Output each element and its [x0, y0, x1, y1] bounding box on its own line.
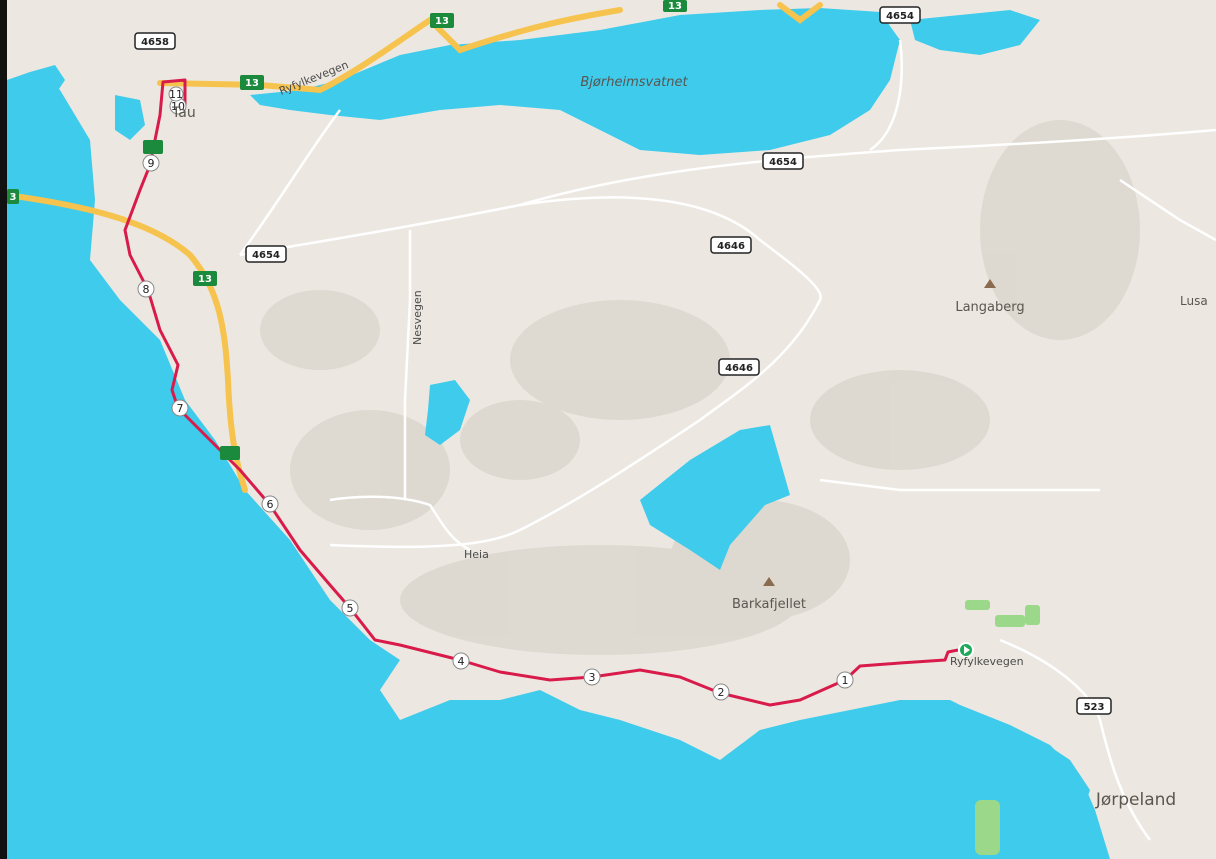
route-marker-10[interactable]: 10	[169, 97, 187, 115]
lake-bjorheimsvatnet	[250, 8, 900, 155]
svg-text:4: 4	[458, 655, 465, 668]
route-marker-5[interactable]: 5	[341, 599, 359, 617]
route-marker-9[interactable]: 9	[142, 154, 160, 172]
svg-text:10: 10	[171, 100, 185, 113]
shield-13-tau	[143, 140, 163, 154]
fjord-south	[700, 700, 1110, 859]
lake-northeast	[910, 10, 1040, 55]
route-marker-11[interactable]: 11	[168, 86, 184, 102]
route-marker-2[interactable]: 2	[712, 683, 730, 701]
svg-text:4646: 4646	[725, 363, 753, 374]
svg-text:6: 6	[267, 498, 274, 511]
svg-text:7: 7	[177, 402, 184, 415]
svg-text:523: 523	[1084, 702, 1105, 713]
place-langaberg: Langaberg	[955, 300, 1024, 315]
route-marker-8[interactable]: 8	[137, 280, 155, 298]
route-marker-1[interactable]: 1	[836, 671, 854, 689]
svg-text:4654: 4654	[886, 11, 914, 22]
shield-4646-b: 4646	[718, 358, 760, 376]
svg-text:4658: 4658	[141, 37, 169, 48]
svg-text:1: 1	[842, 674, 849, 687]
shield-523: 523	[1076, 697, 1112, 715]
svg-text:13: 13	[198, 274, 212, 285]
svg-text:2: 2	[718, 686, 725, 699]
sea-area	[7, 70, 1100, 859]
svg-text:8: 8	[143, 283, 150, 296]
place-barkafjellet: Barkafjellet	[732, 597, 806, 612]
shield-13-c: 13	[193, 271, 217, 286]
route-marker-6[interactable]: 6	[261, 495, 279, 513]
svg-text:5: 5	[347, 602, 354, 615]
lake-small	[425, 380, 470, 445]
shield-13-d: 13	[663, 0, 687, 12]
svg-text:4654: 4654	[252, 250, 280, 261]
svg-text:4654: 4654	[769, 157, 797, 168]
svg-text:9: 9	[148, 157, 155, 170]
svg-text:11: 11	[169, 88, 183, 101]
route-line	[123, 78, 959, 707]
shield-13-e: 3	[7, 189, 19, 204]
place-tau: Tau	[171, 105, 196, 121]
route-marker-3[interactable]: 3	[583, 668, 601, 686]
lake-large	[640, 425, 790, 570]
svg-text:13: 13	[245, 78, 259, 89]
svg-text:4646: 4646	[717, 241, 745, 252]
route-marker-7[interactable]: 7	[171, 399, 189, 417]
place-lusa: Lusa	[1180, 294, 1208, 308]
road-label-heia: Heia	[464, 548, 489, 561]
svg-text:3: 3	[589, 671, 596, 684]
peak-icon-barkafjellet	[763, 577, 775, 586]
road-label-ryfylkevegen-east: Ryfylkevegen	[950, 655, 1024, 668]
parks	[965, 600, 1040, 855]
bay-tau	[115, 95, 145, 140]
shield-13-a: 13	[430, 13, 454, 28]
shield-4646-a: 4646	[710, 236, 752, 254]
map-canvas[interactable]: 1 2 3 4 5 6 7 8 9 10 11 4658 4654 4654 4…	[7, 0, 1216, 859]
svg-text:13: 13	[435, 16, 449, 27]
shield-4658: 4658	[134, 32, 176, 50]
route-marker-4[interactable]: 4	[452, 652, 470, 670]
svg-text:3: 3	[10, 192, 17, 203]
strait-north	[7, 65, 65, 100]
peak-icon-langaberg	[984, 279, 996, 288]
road-label-nesvegen: Nesvegen	[411, 290, 424, 345]
lake-label: Bjørheimsvatnet	[580, 75, 688, 90]
svg-text:13: 13	[668, 1, 682, 12]
shield-13-b: 13	[240, 75, 264, 90]
minor-roads	[238, 39, 1216, 841]
place-jorpeland: Jørpeland	[1095, 790, 1176, 810]
route-start-icon[interactable]	[958, 642, 974, 658]
shield-4654-mid: 4654	[762, 152, 804, 170]
shield-13-south	[220, 446, 240, 460]
shield-4654-west: 4654	[245, 245, 287, 263]
shield-4654-top: 4654	[879, 6, 921, 24]
